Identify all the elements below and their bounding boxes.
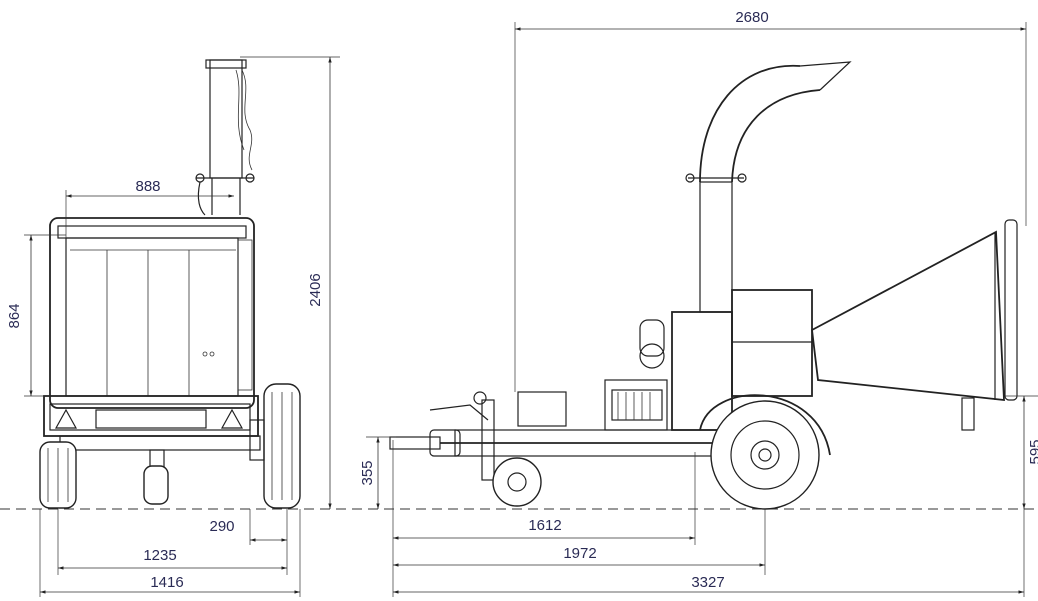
dim-front-total-height: 2406: [307, 273, 324, 306]
dim-front-hopper-width: 888: [135, 178, 160, 195]
dim-side-overall-length: 3327: [691, 574, 724, 591]
front-dimension-lines: [24, 56, 340, 597]
side-dimension-lines: [366, 22, 1038, 597]
dimension-labels: 2680 888 864 2406 290 1235 1416 355 595 …: [6, 9, 1038, 591]
dim-overall-length-top: 2680: [735, 9, 768, 26]
dim-front-hopper-height: 864: [6, 303, 23, 328]
dim-side-infeed-height: 595: [1027, 439, 1038, 464]
dim-side-to-front-axle: 1612: [528, 517, 561, 534]
dim-front-track-width: 1235: [143, 547, 176, 564]
dim-front-overall-width: 1416: [150, 574, 183, 591]
dim-front-wheel-offset: 290: [209, 518, 234, 535]
side-view: [389, 61, 1018, 510]
front-view: [39, 59, 301, 509]
dim-side-to-axle: 1972: [563, 545, 596, 562]
dim-side-hitch-height: 355: [359, 460, 376, 485]
